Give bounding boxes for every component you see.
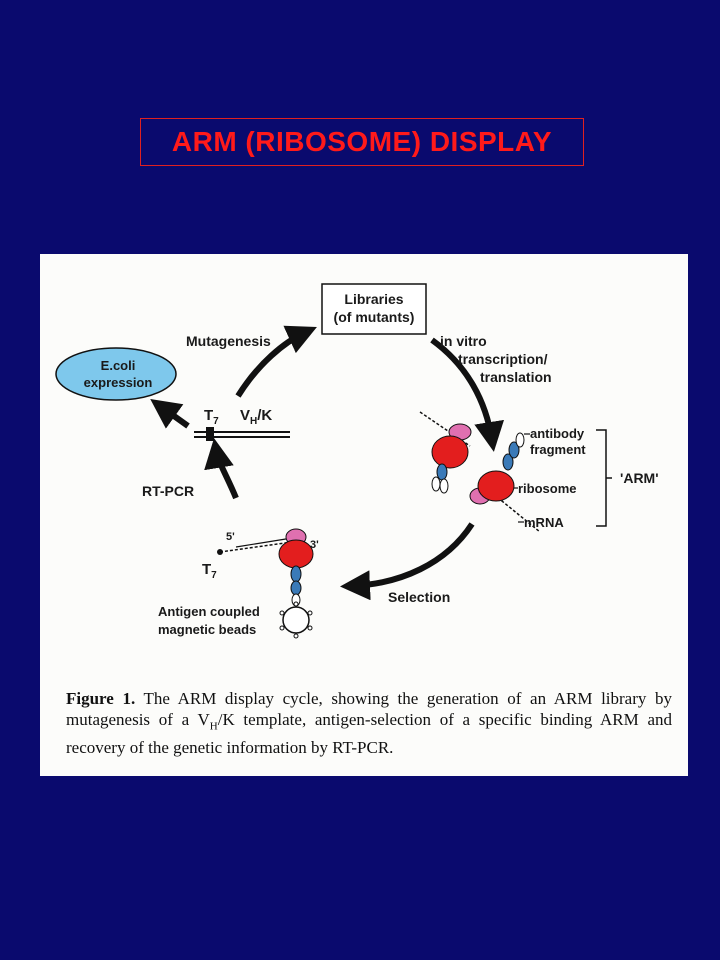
mutagenesis-label: Mutagenesis — [186, 333, 271, 349]
arrow-to-ecoli — [150, 399, 190, 429]
caption-text-2: /K template, antigen-selection of a spec… — [66, 710, 672, 758]
magnetic-bead — [279, 601, 313, 639]
five-prime-label: 5' — [226, 531, 235, 543]
libraries-label-line2: (of mutants) — [334, 309, 415, 325]
arrow-transcription — [430, 337, 505, 452]
t7-bottom-label: T7 — [202, 561, 217, 581]
mrna-label: mRNA — [524, 515, 564, 530]
bound-cdna — [235, 537, 293, 548]
antibody-2b — [508, 441, 520, 459]
figure-caption: Figure 1. The ARM display cycle, showing… — [66, 688, 672, 758]
antibody-1a — [436, 463, 448, 481]
antibody-1b — [431, 476, 441, 492]
ribosome-large-2 — [477, 470, 515, 502]
bound-mrna — [219, 541, 293, 553]
arrow-rtpcr — [204, 438, 239, 500]
antigen-label-line2: magnetic beads — [158, 622, 256, 637]
t7-top-label: T7 — [204, 407, 219, 427]
caption-label: Figure 1. — [66, 689, 136, 708]
selection-label: Selection — [388, 589, 450, 605]
in-vitro-label-line3: translation — [480, 369, 552, 385]
ecoli-label-line1: E.coli — [101, 358, 136, 373]
ribosome-large-1 — [431, 435, 469, 469]
libraries-box — [321, 283, 427, 335]
figure-panel: Libraries (of mutants) Mutagenesis in vi… — [40, 254, 688, 776]
arm-bracket-label: 'ARM' — [620, 470, 659, 486]
ribosome-label: ribosome — [518, 481, 577, 496]
antibody-1c — [439, 478, 449, 494]
ecoli-label-line2: expression — [84, 375, 153, 390]
rtpcr-label: RT-PCR — [142, 483, 194, 499]
three-prime-label: 3' — [310, 539, 319, 551]
bound-antibody-a — [290, 565, 302, 583]
arrow-selection — [340, 522, 475, 601]
bound-antibody-b — [290, 580, 302, 596]
arrow-mutagenesis — [235, 325, 317, 398]
arm-bracket — [596, 429, 612, 527]
caption-text-1: The ARM display cycle, showing the gener… — [66, 689, 672, 729]
antibody-label-line1: antibody — [530, 426, 585, 441]
ecoli-bubble — [55, 347, 177, 401]
antibody-2a — [502, 453, 514, 471]
bound-ribosome-large — [278, 539, 314, 569]
arm-cycle-diagram: Libraries (of mutants) Mutagenesis in vi… — [55, 283, 659, 639]
caption-subscript: H — [209, 720, 218, 733]
antibody-2c — [515, 432, 525, 448]
antigen-label-line1: Antigen coupled — [158, 604, 260, 619]
antibody-label-line2: fragment — [530, 442, 586, 457]
libraries-label-line1: Libraries — [344, 291, 403, 307]
vhk-label: VH/K — [240, 407, 272, 427]
in-vitro-label-line1: in vitro — [440, 333, 487, 349]
slide-title: ARM (RIBOSOME) DISPLAY — [171, 126, 553, 157]
in-vitro-label-line2: transcription/ — [458, 351, 548, 367]
t7-promoter-mark — [206, 427, 214, 441]
title-box: ARM (RIBOSOME) DISPLAY — [140, 118, 584, 166]
